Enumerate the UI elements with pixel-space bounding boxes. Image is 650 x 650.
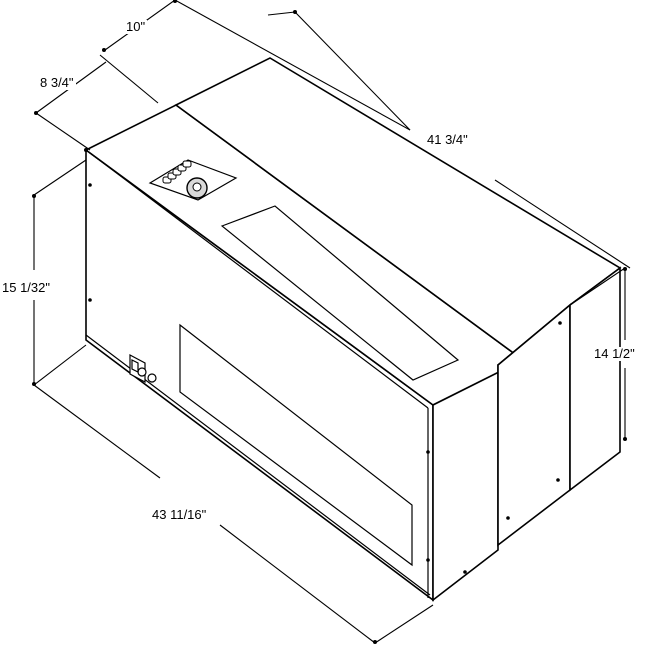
- arrow-9: [373, 640, 377, 644]
- dim-label-height-back: 14 1/2": [592, 346, 637, 361]
- dim-43-line-a: [33, 384, 161, 479]
- dim-14-ext-top: [569, 267, 626, 306]
- dim-15-ext-top: [33, 159, 87, 196]
- front-top-edge: [89, 152, 429, 409]
- screw-1: [88, 183, 92, 187]
- arrow-3: [34, 111, 38, 115]
- arrow-7: [623, 267, 627, 271]
- dim-41-3-4-tick: [267, 11, 296, 16]
- dim-label-depth-top: 10": [124, 19, 148, 34]
- control-panel-recess: [148, 159, 238, 201]
- outlet-socket-1: [137, 367, 147, 377]
- arrow-10: [293, 10, 297, 14]
- dimension-arrows: [32, 0, 627, 644]
- screw-2: [88, 298, 92, 302]
- knob-center: [192, 182, 202, 192]
- dimension-lines: [33, 0, 631, 644]
- knob-icon: [186, 177, 208, 199]
- control-button-5: [182, 160, 192, 168]
- screw-3: [426, 450, 430, 454]
- lower-grille: [179, 323, 413, 567]
- screw-dots: [88, 183, 562, 574]
- arrow-6: [32, 382, 36, 386]
- top-grille: [220, 205, 460, 381]
- screw-8: [558, 321, 562, 325]
- dim-8-3-4-ext: [35, 112, 91, 151]
- dim-10-ext: [99, 54, 159, 104]
- dim-label-width-front: 43 11/16": [150, 507, 209, 522]
- screw-6: [506, 516, 510, 520]
- arrow-8: [623, 437, 627, 441]
- arrow-4: [84, 148, 88, 152]
- dim-label-depth-inner: 8 3/4": [38, 75, 76, 90]
- screw-7: [556, 478, 560, 482]
- dim-41-3-4-ext: [294, 11, 411, 131]
- screw-4: [426, 558, 430, 562]
- button-row-icon: [162, 160, 192, 184]
- dim-41-3-4-line-b: [494, 179, 631, 269]
- dim-label-width-back: 41 3/4": [425, 132, 470, 147]
- screw-5: [463, 570, 467, 574]
- dim-15-ext-bottom: [33, 344, 87, 386]
- dim-43-ext: [374, 604, 434, 644]
- outlet-socket-2: [147, 373, 157, 383]
- arrow-1: [173, 0, 177, 3]
- electrical-outlet-icon: [129, 354, 157, 383]
- dim-label-height-front: 15 1/32": [0, 280, 52, 295]
- rear-end-face: [569, 266, 621, 492]
- outlet-switch: [131, 359, 139, 373]
- arrow-5: [32, 194, 36, 198]
- dim-43-line-b: [219, 524, 376, 644]
- arrow-2: [102, 48, 106, 52]
- dim-41-3-4-line-a: [174, 0, 411, 131]
